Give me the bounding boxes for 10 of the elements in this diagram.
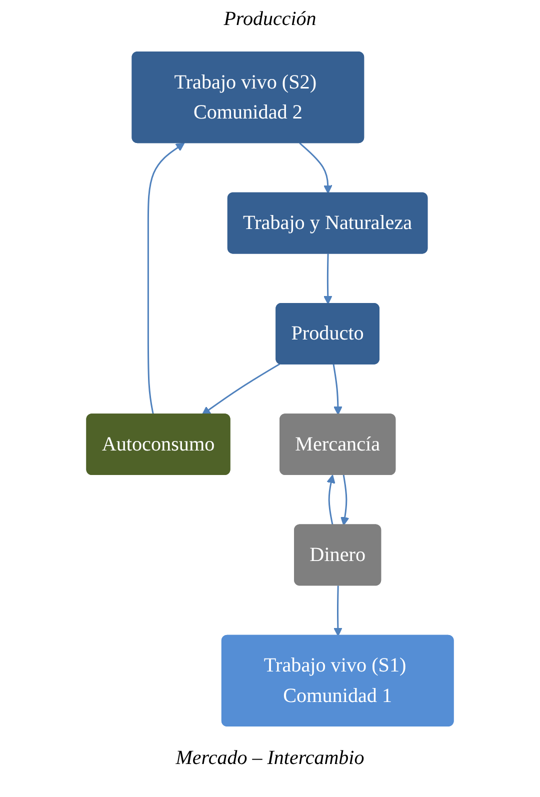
arrow: [323, 254, 332, 304]
arrow: [332, 364, 342, 416]
section-label: Mercado – Intercambio: [176, 747, 364, 770]
arrow: [326, 474, 336, 526]
section-label: Producción: [224, 8, 316, 31]
arrow: [147, 142, 185, 415]
arrow: [299, 142, 332, 194]
arrow: [202, 363, 280, 416]
arrow: [340, 474, 350, 526]
arrow: [334, 586, 342, 636]
